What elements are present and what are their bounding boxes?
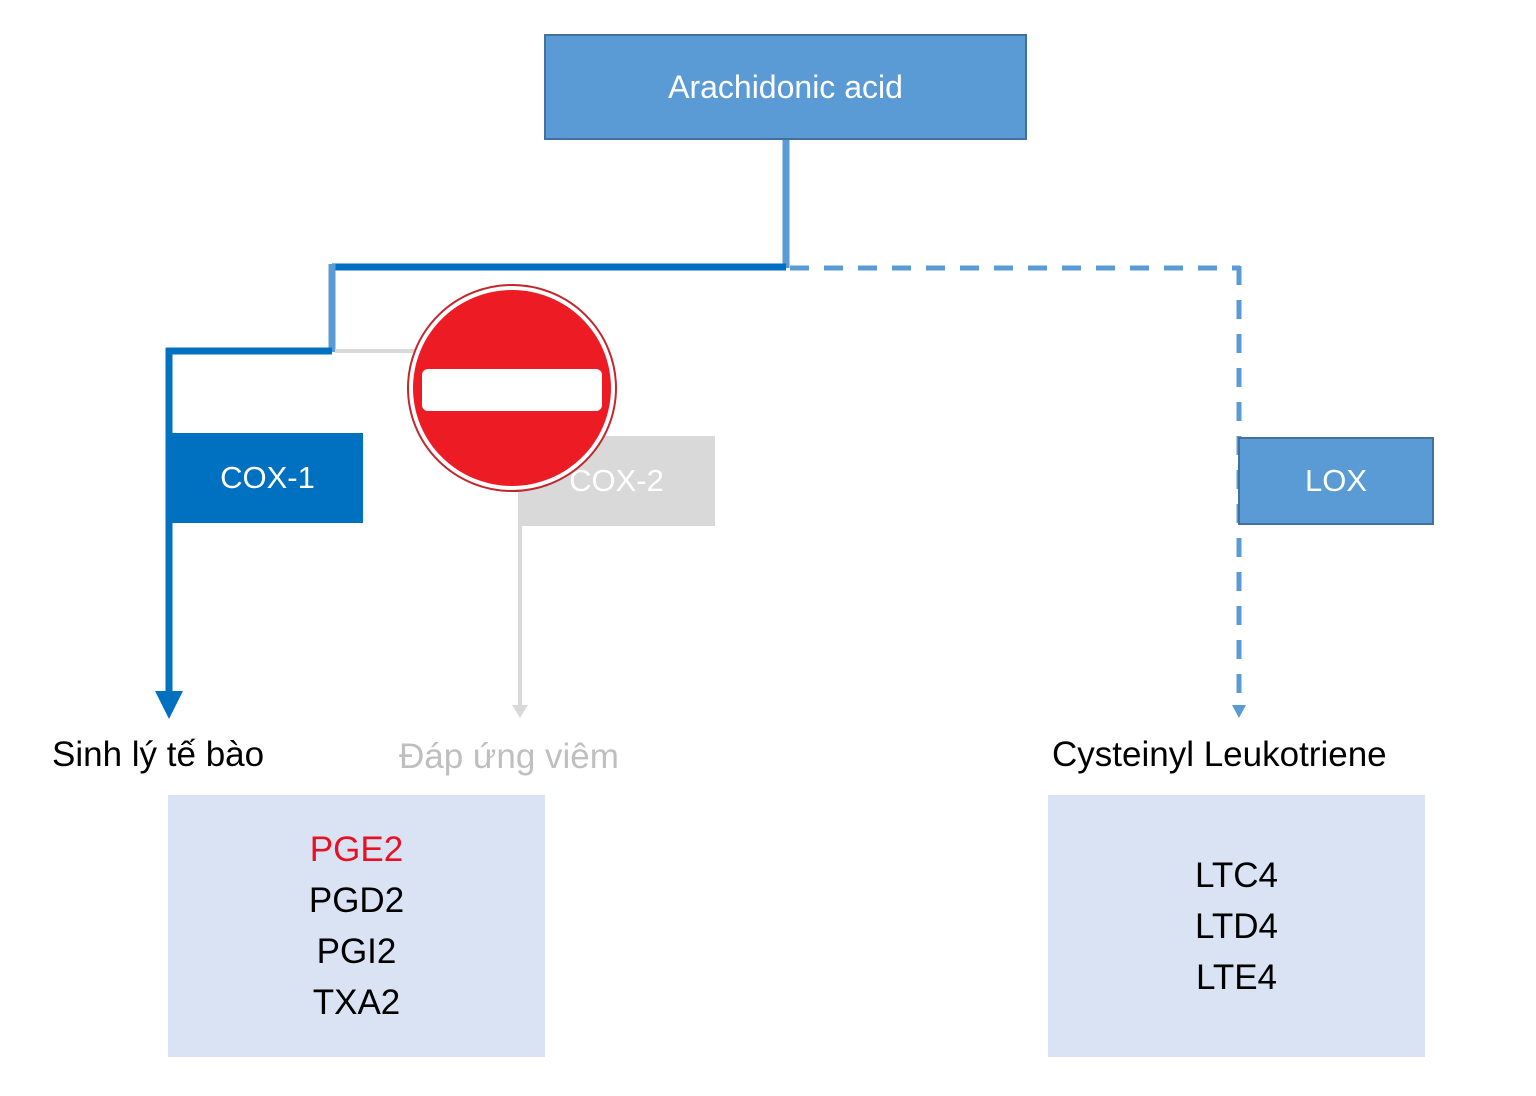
enzyme-label-cox2: COX-2 (569, 463, 664, 498)
lox-arrowhead (1232, 705, 1246, 718)
enzyme-box-lox: LOX (1238, 437, 1434, 525)
list-item-pge2: PGE2 (309, 830, 404, 869)
no-entry-icon (407, 284, 617, 492)
list-item-ltc4: LTC4 (1195, 855, 1278, 895)
list-item-pgi2: PGI2 (316, 932, 397, 971)
outcome-label-leukotriene: Cysteinyl Leukotriene (1052, 735, 1387, 774)
leukotriene-list: LTC4 LTD4 LTE4 (1048, 795, 1425, 1057)
outcome-label-inflammation: Đáp ứng viêm (399, 737, 619, 776)
enzyme-label-cox1: COX-1 (220, 460, 315, 495)
cox2-arrowhead (512, 705, 528, 718)
cox1-arrowhead (155, 691, 183, 719)
enzyme-label-lox: LOX (1304, 463, 1368, 498)
enzyme-box-cox1: COX-1 (172, 433, 363, 523)
list-item-txa2: TXA2 (312, 983, 401, 1022)
root-node-label: Arachidonic acid (668, 68, 903, 105)
list-item-ltd4: LTD4 (1195, 906, 1278, 946)
prostaglandin-list: PGE2 PGD2 PGI2 TXA2 (168, 795, 545, 1057)
outcome-label-physiology: Sinh lý tế bào (52, 735, 265, 774)
root-node-arachidonic-acid: Arachidonic acid (544, 34, 1027, 140)
list-item-lte4: LTE4 (1195, 957, 1278, 997)
list-item-pgd2: PGD2 (308, 881, 405, 920)
